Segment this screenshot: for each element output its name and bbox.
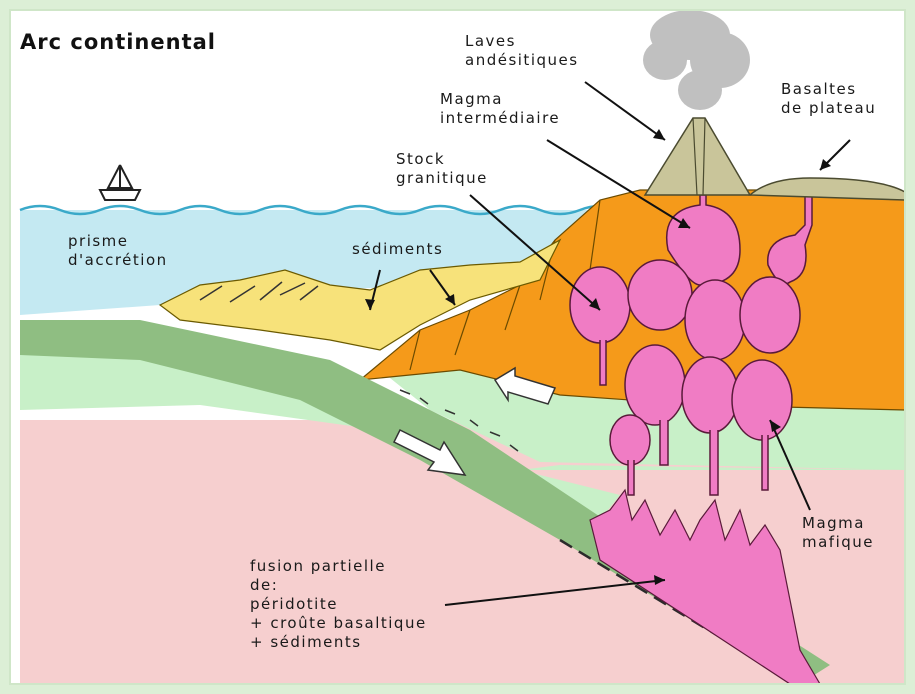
label-stock-granitique: Stock granitique: [396, 150, 488, 188]
label-magma-mafique: Magma mafique: [802, 514, 874, 552]
label-magma-intermediaire: Magma intermédiaire: [440, 90, 560, 128]
magma-stem-7: [762, 435, 768, 490]
magma-stem-5: [660, 420, 668, 465]
label-basaltes-de-plateau: Basaltes de plateau: [781, 80, 876, 118]
label-prisme-accretion: prisme d'accrétion: [68, 232, 168, 270]
magma-stock-7: [732, 360, 792, 440]
magma-stem-1: [600, 340, 606, 385]
label-fusion-partielle: fusion partielle de: péridotite + croûte…: [250, 557, 427, 652]
diagram-title: Arc continental: [20, 30, 216, 54]
magma-stock-8: [610, 415, 650, 465]
magma-stem-6: [710, 430, 718, 495]
label-sediments: sédiments: [352, 240, 443, 259]
magma-stock-4: [740, 277, 800, 353]
label-laves-andesitiques: Laves andésitiques: [465, 32, 579, 70]
magma-stock-1: [570, 267, 630, 343]
magma-stock-5: [625, 345, 685, 425]
magma-stock-6: [682, 357, 738, 433]
magma-stock-3: [685, 280, 745, 360]
magma-stem-8: [628, 460, 634, 495]
magma-stock-2: [628, 260, 692, 330]
